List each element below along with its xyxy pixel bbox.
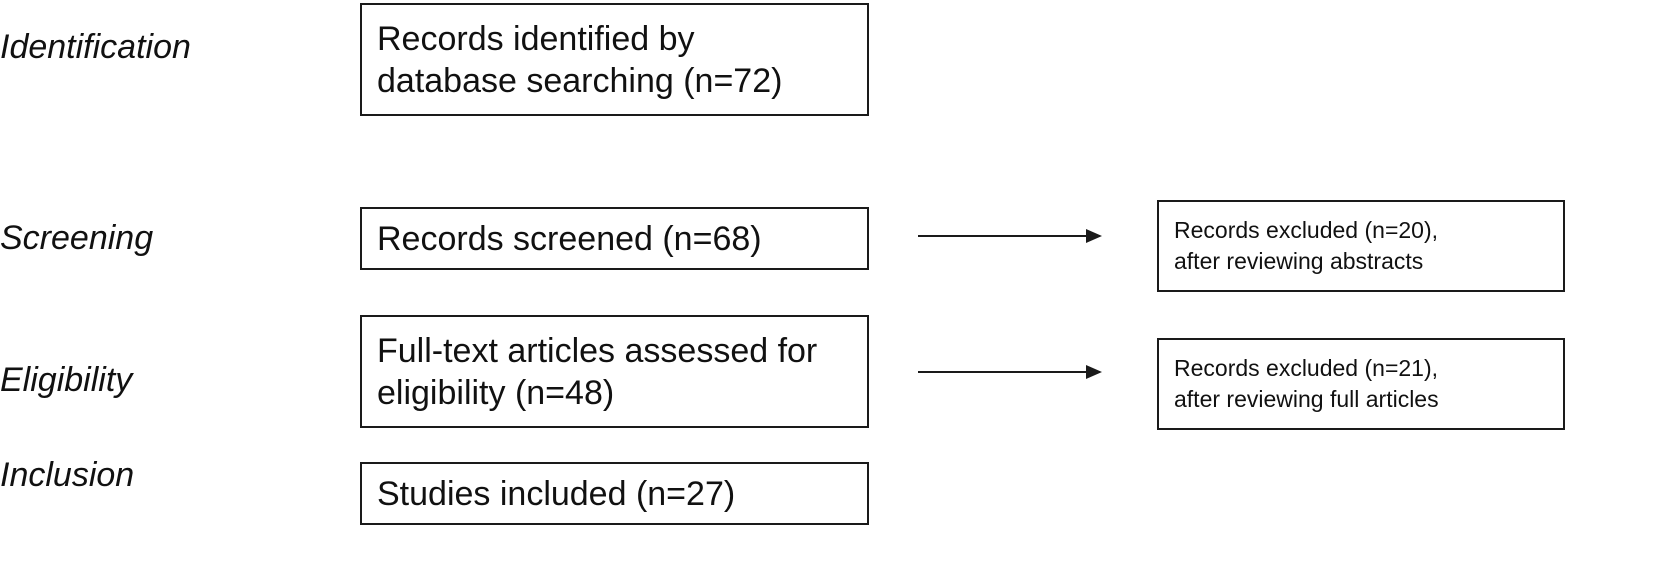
- arrowhead-icon: [1086, 365, 1102, 379]
- identified-records-box: Records identified by database searching…: [360, 3, 869, 116]
- stage-label-identification: Identification: [0, 28, 191, 66]
- included-studies-text: Studies included (n=27): [377, 474, 736, 513]
- screened-records-text: Records screened (n=68): [377, 219, 762, 258]
- excluded-abstracts-box: Records excluded (n=20), after reviewing…: [1157, 200, 1565, 292]
- excluded-full-articles-text: Records excluded (n=21), after reviewing…: [1174, 355, 1439, 412]
- identified-records-text: Records identified by database searching…: [377, 19, 783, 100]
- arrow-assessed-to-excluded: [918, 365, 1102, 379]
- excluded-full-articles-box: Records excluded (n=21), after reviewing…: [1157, 338, 1565, 430]
- stage-label-inclusion: Inclusion: [0, 456, 135, 494]
- stage-label-eligibility: Eligibility: [0, 361, 133, 399]
- assessed-articles-text: Full-text articles assessed for eligibil…: [377, 331, 818, 412]
- assessed-articles-box: Full-text articles assessed for eligibil…: [360, 315, 869, 428]
- stage-label-screening: Screening: [0, 219, 154, 257]
- included-studies-box: Studies included (n=27): [360, 462, 869, 525]
- screened-records-box: Records screened (n=68): [360, 207, 869, 270]
- arrowhead-icon: [1086, 229, 1102, 243]
- excluded-abstracts-text: Records excluded (n=20), after reviewing…: [1174, 217, 1439, 274]
- arrow-screened-to-excluded: [918, 229, 1102, 243]
